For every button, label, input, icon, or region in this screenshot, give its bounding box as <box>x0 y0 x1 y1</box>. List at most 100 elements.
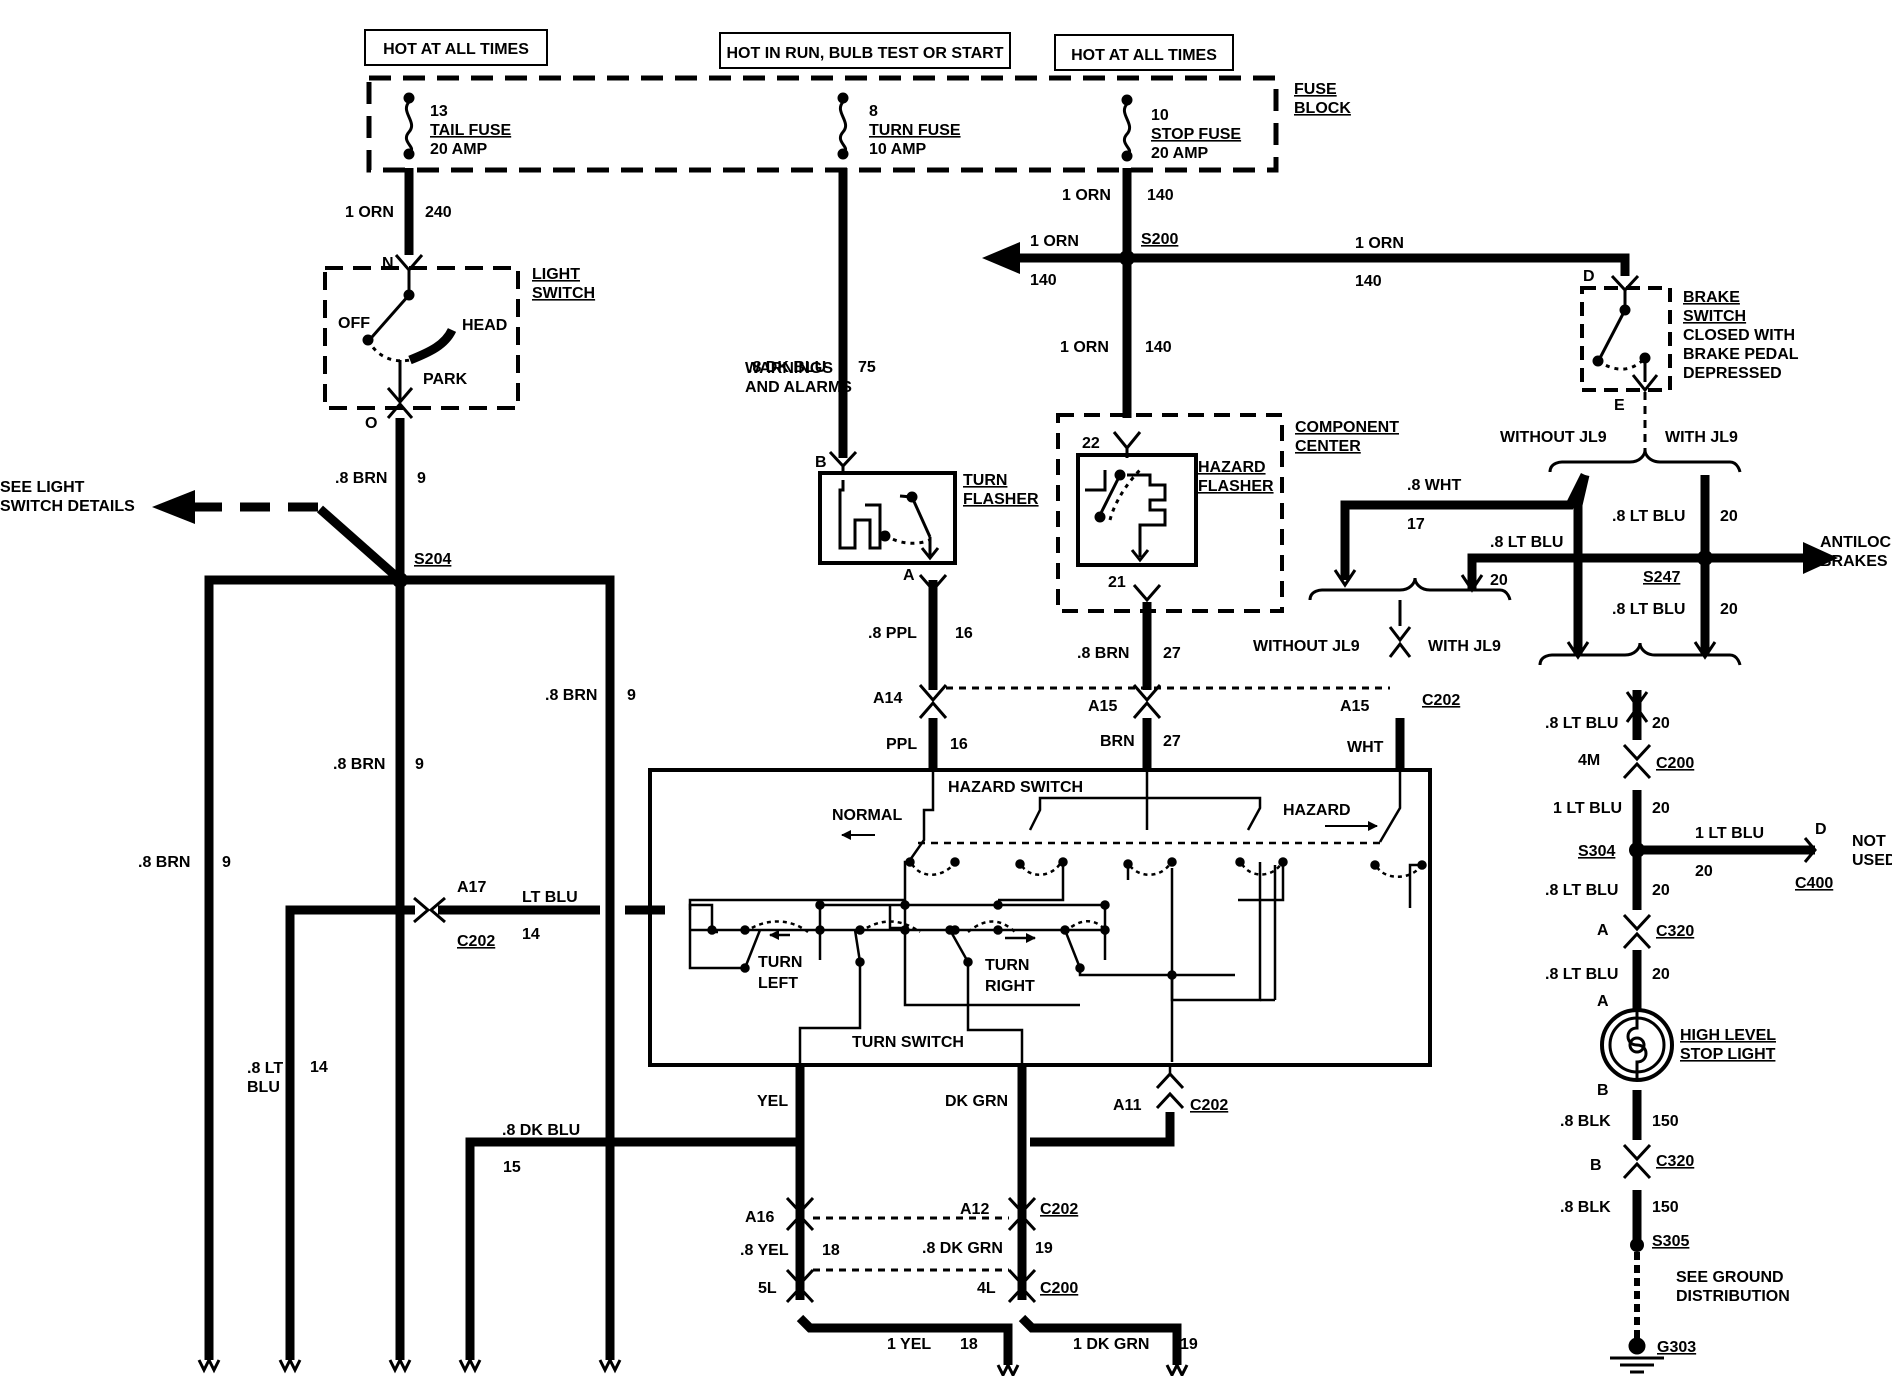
ltblu-20-c-num: 20 <box>1720 601 1738 618</box>
light-switch-title-1: LIGHT <box>532 266 580 283</box>
s304-label: S304 <box>1578 843 1615 860</box>
light-switch-title-2: SWITCH <box>532 285 595 302</box>
blk-b-size: .8 BLK <box>1560 1199 1611 1216</box>
stop-fuse-name: STOP FUSE <box>1151 126 1241 143</box>
c200-wire-num: 20 <box>1652 715 1670 732</box>
wire-19-num: 19 <box>1035 1240 1053 1257</box>
brake-switch-title-5: DEPRESSED <box>1683 365 1782 382</box>
a17-num: 14 <box>522 926 540 943</box>
brake-switch-pin-e: E <box>1614 397 1625 414</box>
wire-dkblu-15-size: .8 DK BLU <box>502 1122 580 1139</box>
g303-label: G303 <box>1657 1339 1696 1356</box>
tail-fuse-amp: 20 AMP <box>430 141 488 158</box>
wire-240-num: 240 <box>425 204 452 221</box>
not-used-1: NOT <box>1852 833 1886 850</box>
fuse-block <box>366 75 1279 173</box>
not-used-wire-num: 20 <box>1695 863 1713 880</box>
turn-left-1: TURN <box>758 954 802 971</box>
component-center-1: COMPONENT <box>1295 419 1399 436</box>
wire-140-left-num: 140 <box>1030 272 1057 289</box>
light-switch-contacts <box>362 254 457 419</box>
connectors-a16-a12 <box>785 1196 1037 1304</box>
wire-17-num: 17 <box>1407 516 1425 533</box>
wire-9-size: .8 BRN <box>335 470 387 487</box>
component-center-2: CENTER <box>1295 438 1361 455</box>
dkgrn-19-size: 1 DK GRN <box>1073 1336 1149 1353</box>
splice-s304 <box>1629 842 1645 858</box>
stop-fuse-amp: 20 AMP <box>1151 145 1209 162</box>
with-jl9-top: WITH JL9 <box>1665 429 1738 446</box>
yel-label: YEL <box>757 1093 788 1110</box>
connector-a11 <box>1155 1071 1185 1110</box>
c320b-pin: B <box>1590 1157 1602 1174</box>
tail-fuse-number: 13 <box>430 103 448 120</box>
wire-16-size: .8 PPL <box>868 625 917 642</box>
wire-ltblu-left-num: 14 <box>310 1059 328 1076</box>
wire-140-down-size: 1 ORN <box>1060 339 1109 356</box>
hazard-flasher-title-2: FLASHER <box>1198 478 1274 495</box>
wires <box>204 168 1815 1365</box>
wire-140-right-num: 140 <box>1355 273 1382 290</box>
brake-switch-title-4: BRAKE PEDAL <box>1683 346 1799 363</box>
not-used-wire-size: 1 LT BLU <box>1695 825 1764 842</box>
tail-fuse-name: TAIL FUSE <box>430 122 512 139</box>
c400-connector: C400 <box>1795 875 1833 892</box>
lamp-pin-b: B <box>1597 1082 1609 1099</box>
brake-switch-title-2: SWITCH <box>1683 308 1746 325</box>
turn-right-1: TURN <box>985 957 1029 974</box>
a17-color: LT BLU <box>522 889 578 906</box>
a14-pin: A14 <box>873 690 902 707</box>
wire-27-size: .8 BRN <box>1077 645 1129 662</box>
fuse-block-label-1: FUSE <box>1294 81 1337 98</box>
s305-label: S305 <box>1652 1233 1689 1250</box>
ppl-label: PPL <box>886 736 917 753</box>
wire-brn-right-num: 9 <box>627 687 636 704</box>
see-light-switch-2: SWITCH DETAILS <box>0 498 135 515</box>
wire-18-size: .8 YEL <box>740 1242 789 1259</box>
wire-240-size: 1 ORN <box>345 204 394 221</box>
blk-b-num: 150 <box>1652 1199 1679 1216</box>
component-center <box>1056 413 1284 613</box>
hazard-flasher-title-1: HAZARD <box>1198 459 1266 476</box>
turn-fuse-number: 8 <box>869 103 878 120</box>
antilock-label-2: BRAKES <box>1820 553 1888 570</box>
see-details-arrow <box>152 490 195 524</box>
a15-pin: A15 <box>1088 698 1117 715</box>
light-switch <box>323 266 520 410</box>
light-switch-head: HEAD <box>462 317 507 334</box>
wire-brn-left-num: 9 <box>222 854 231 871</box>
ground-note-1: SEE GROUND <box>1676 1269 1784 1286</box>
ground-note-2: DISTRIBUTION <box>1676 1288 1790 1305</box>
brn-num: 27 <box>1163 733 1181 750</box>
not-used-pin: D <box>1815 821 1827 838</box>
yel-18-num: 18 <box>960 1336 978 1353</box>
wire-16-num: 16 <box>955 625 973 642</box>
warnings-arrow <box>982 242 1020 274</box>
ltblu-20-b-num: 20 <box>1720 508 1738 525</box>
brn-label: BRN <box>1100 733 1135 750</box>
hazard-flasher-pin-22: 22 <box>1082 435 1100 452</box>
turn-left-2: LEFT <box>758 975 798 992</box>
blk-a-size: .8 BLK <box>1560 1113 1611 1130</box>
pin-4l: 4L <box>977 1280 996 1297</box>
wire-ltblu-left-size-1: .8 LT <box>247 1060 283 1077</box>
brake-switch-contacts <box>1548 274 1742 473</box>
normal-label: NORMAL <box>832 807 902 824</box>
wire-brn-right-size: .8 BRN <box>545 687 597 704</box>
wire-dkblu-15-num: 15 <box>503 1159 521 1176</box>
lamp-pin-a: A <box>1597 993 1609 1010</box>
ground-symbol <box>1610 1337 1664 1374</box>
wire-75-num: 75 <box>858 359 876 376</box>
light-switch-pin-n: N <box>382 255 394 272</box>
ltblu-20-b-size: .8 LT BLU <box>1612 508 1685 525</box>
turn-flasher-pin-a: A <box>903 567 915 584</box>
wire-brn-left-size: .8 BRN <box>138 854 190 871</box>
s204-label: S204 <box>414 551 451 568</box>
hot-in-run-label: HOT IN RUN, BULB TEST OR START <box>726 45 1003 62</box>
hazard-switch-box <box>648 768 1432 1067</box>
wire-ltblu-left-size-2: BLU <box>247 1079 280 1096</box>
splice-s305 <box>1630 1238 1644 1252</box>
warnings-label-2: AND ALARMS <box>745 379 852 396</box>
hazard-label: HAZARD <box>1283 802 1351 819</box>
dkgrn-19-num: 19 <box>1180 1336 1198 1353</box>
